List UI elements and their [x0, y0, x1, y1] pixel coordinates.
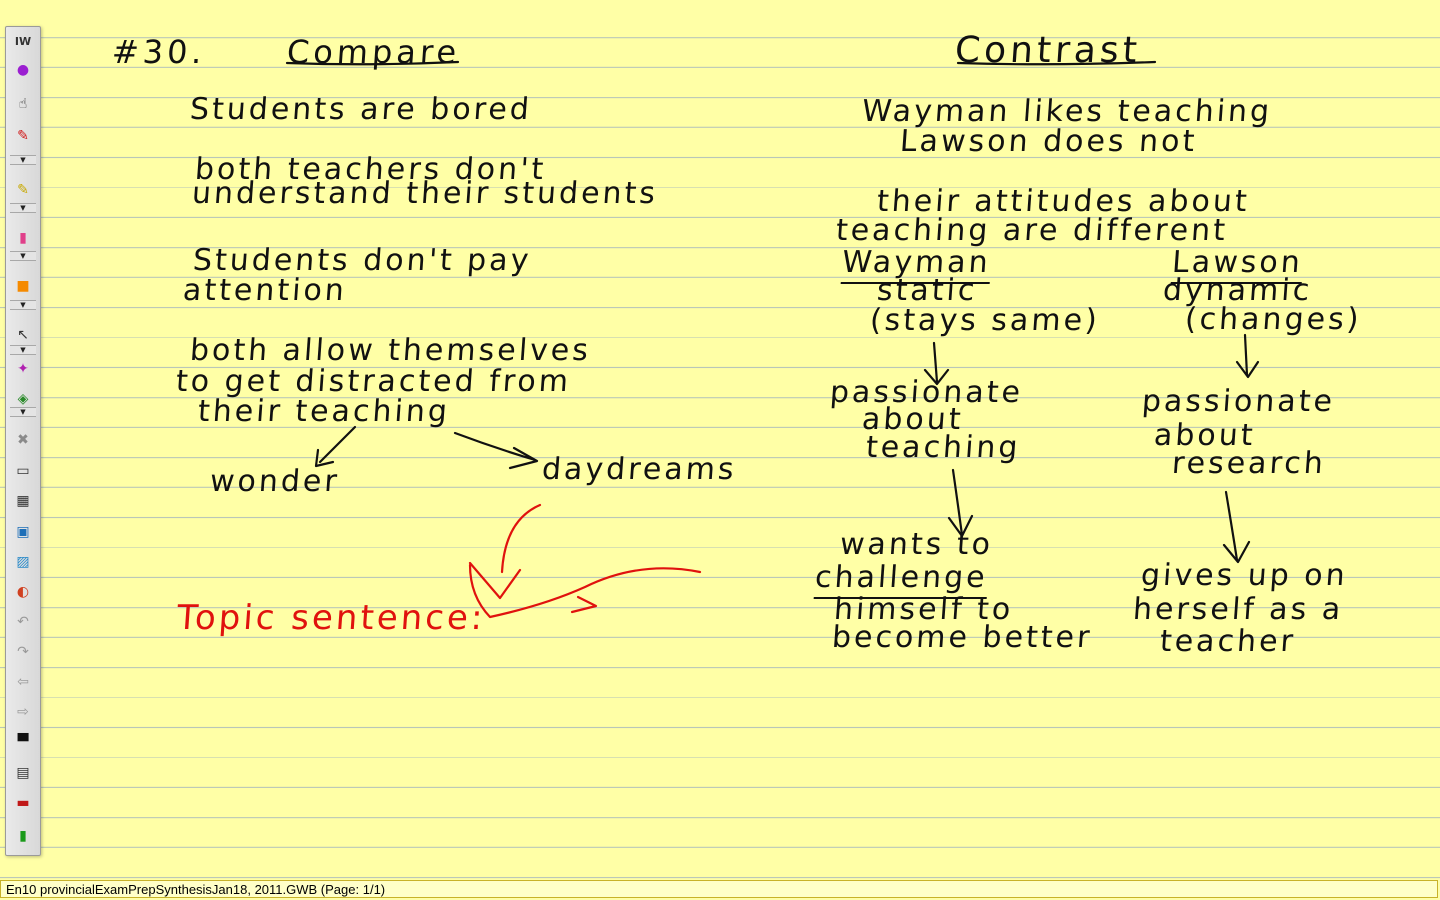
image-icon[interactable]: ▨	[16, 554, 30, 570]
color-swatch-icon[interactable]: ■	[16, 278, 30, 294]
red-pen-icon[interactable]: ✎	[17, 128, 29, 144]
tool-dropdown-5[interactable]: ▼	[10, 345, 36, 355]
wayman-outcome-1: wants to	[838, 527, 995, 562]
compare-point-2b: understand their students	[190, 176, 660, 211]
select-arrow-icon[interactable]: ↖	[17, 327, 29, 343]
wayman-note: (stays same)	[868, 303, 1102, 338]
undo-icon[interactable]: ↶	[17, 614, 29, 630]
lawson-outcome-2: herself as a	[1131, 592, 1345, 627]
tool-dropdown-4[interactable]: ▼	[10, 300, 36, 310]
arrow-to-daydreams	[453, 431, 539, 470]
red-arrow-lower	[468, 563, 702, 619]
topic-sentence-label: Topic sentence:	[175, 598, 487, 638]
tool-dropdown-2[interactable]: ▼	[10, 203, 36, 213]
lawson-passion-3: research	[1170, 446, 1328, 481]
red-arrow-upper	[468, 503, 542, 600]
eraser-icon[interactable]: ▮	[19, 230, 27, 246]
compare-point-1: Students are bored	[188, 92, 534, 127]
arrow-lawson-2	[1222, 490, 1251, 564]
branch-wonder: wonder	[208, 464, 341, 499]
question-number: #30.	[110, 33, 208, 71]
exit-door-icon[interactable]: ▮	[19, 828, 27, 844]
document-title: En10 provincialExamPrepSynthesisJan18, 2…	[6, 882, 386, 897]
tool-dropdown-1[interactable]: ▼	[10, 155, 36, 165]
hand-pointer-icon[interactable]: ☝	[18, 96, 28, 112]
blank-page-icon[interactable]: ▭	[16, 463, 30, 479]
contrast-line-4: teaching are different	[834, 213, 1230, 248]
lawson-outcome-1: gives up on	[1139, 558, 1349, 593]
compare-point-4a: both allow themselves	[188, 333, 593, 368]
compare-point-3b: attention	[181, 273, 349, 308]
compare-heading: Compare	[285, 33, 462, 71]
screen-shade-icon[interactable]: ▀	[17, 734, 29, 750]
gallery-icon[interactable]: ◐	[16, 584, 30, 600]
arrow-lawson-1	[1235, 333, 1260, 379]
highlighter-icon[interactable]: ✎	[17, 182, 29, 198]
wayman-passion-3: teaching	[864, 430, 1022, 465]
pen-tool-icon[interactable]: ●	[16, 62, 30, 78]
arrow-to-wonder	[314, 425, 357, 468]
delete-icon[interactable]: ✖	[17, 432, 29, 448]
whiteboard-canvas[interactable]: #30. Compare Students are bored both tea…	[0, 0, 1440, 880]
contrast-heading: Contrast	[953, 30, 1143, 71]
shape-tool-icon[interactable]: ◈	[17, 391, 29, 407]
compare-point-4c: their teaching	[196, 394, 452, 429]
red-arrow-lower-head	[570, 595, 598, 614]
wayman-outcome-4: become better	[830, 620, 1094, 655]
redo-icon[interactable]: ↷	[17, 644, 29, 660]
forward-arrow-icon[interactable]: ⇨	[17, 704, 29, 720]
tool-dropdown-6[interactable]: ▼	[10, 407, 36, 417]
branch-daydreams: daydreams	[540, 452, 738, 487]
lawson-outcome-3: teacher	[1158, 624, 1298, 659]
app-logo: IW	[14, 34, 32, 48]
back-arrow-icon[interactable]: ⇦	[17, 674, 29, 690]
lawson-note: (changes)	[1183, 302, 1363, 337]
tool-palette: IW ● ☝ ✎ ✎ ▮ ■ ↖ ✦ ◈ ✖ ▭ ▦ ▣ ▨ ◐ ↶ ↷ ⇦ ⇨ ▀ ▤ ▬ ▮ ▼ ▼ ▼ ▼ ▼ ▼	[5, 26, 41, 856]
toolbox-icon[interactable]: ▬	[16, 795, 30, 811]
contrast-line-2: Lawson does not	[898, 124, 1199, 159]
status-bar: En10 provincialExamPrepSynthesisJan18, 2…	[0, 880, 1438, 898]
page-sorter-icon[interactable]: ▤	[16, 765, 30, 781]
grid-page-icon[interactable]: ▦	[16, 493, 30, 509]
camera-icon[interactable]: ▣	[16, 524, 30, 540]
tool-dropdown-3[interactable]: ▼	[10, 251, 36, 261]
lawson-passion-1: passionate	[1140, 384, 1337, 419]
magic-wand-icon[interactable]: ✦	[17, 361, 29, 377]
